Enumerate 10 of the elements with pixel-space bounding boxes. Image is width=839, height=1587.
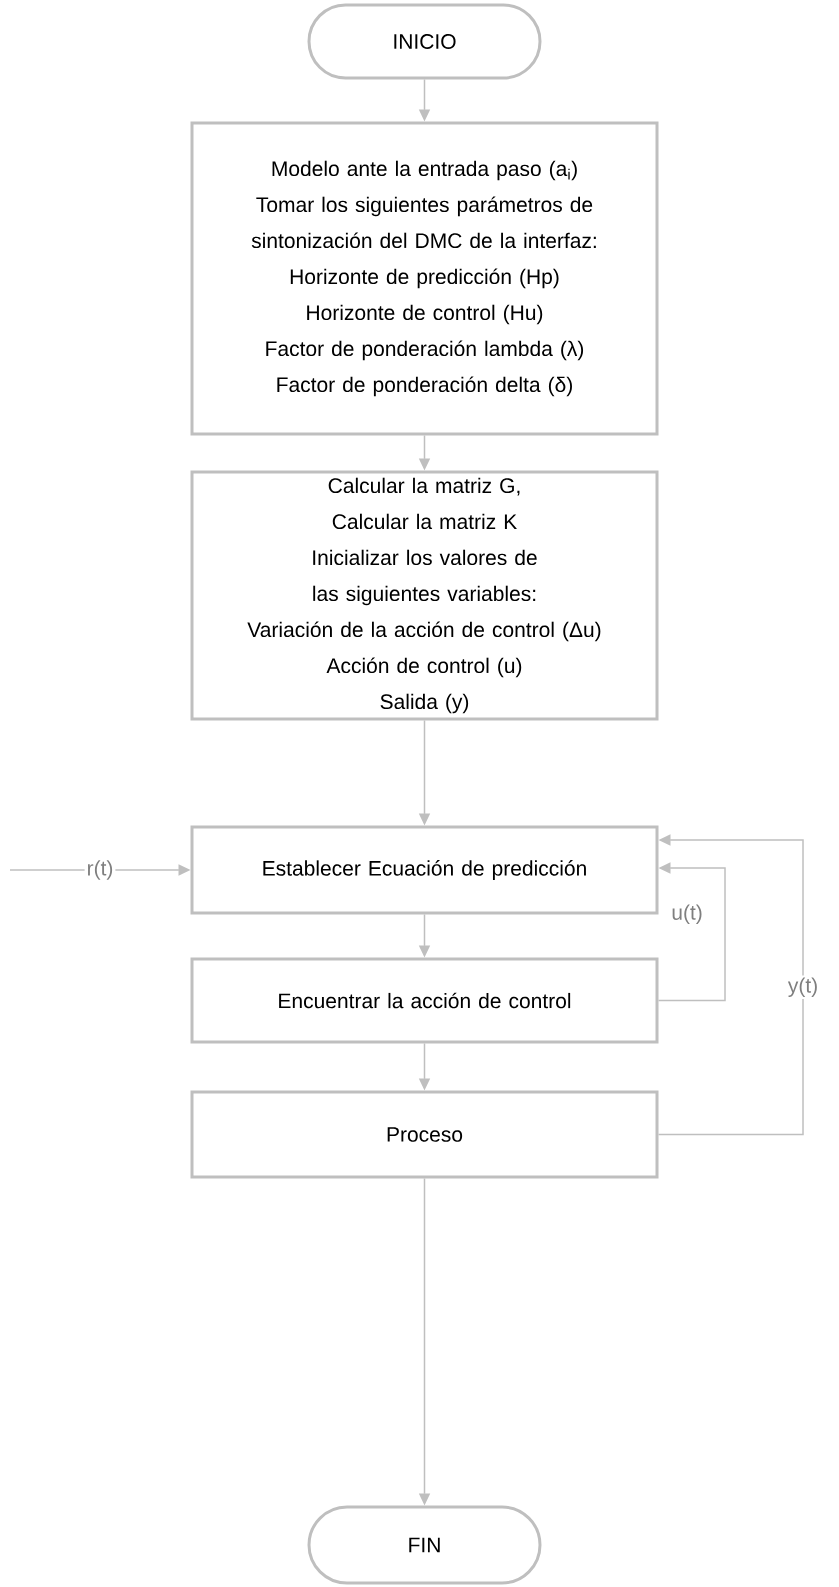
process-box: Encuentrar la acción de control [190,957,659,1044]
process-box: Modelo ante la entrada paso (a$_{i}$) Tomar los siguientes parámetros de sintonización del DMC de la interfaz: Horizonte de predicción (Hp) Horizonte de control (Hu) Factor de ponderación lambda (λ) Factor de ponderación delta (δ) [190,121,659,436]
edge-label: y(t) [785,975,821,1000]
arrow [657,834,804,1136]
arrow [657,862,726,1002]
edge-label: u(t) [669,902,705,926]
process-box: Establecer Ecuación de predicción [190,825,659,915]
process-box: Calcular la matriz G, Calcular la matriz K Inicializar los valores de las siguientes variables: Variación de la acción de control (Δu) Acción de control (u) Salida (y) [190,470,659,721]
process-box: Proceso [190,1090,659,1179]
edge-label: r(t) [84,858,116,882]
